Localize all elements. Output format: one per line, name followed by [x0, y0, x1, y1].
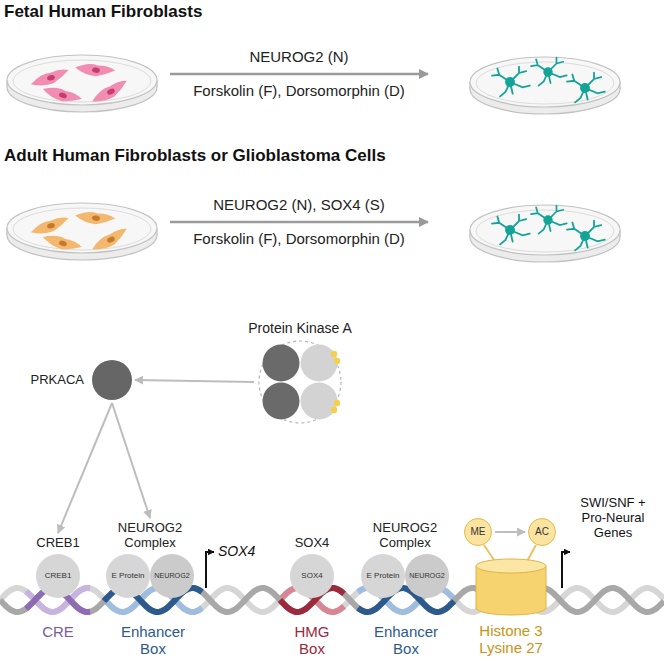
node-heading: NEUROG2 Complex: [110, 521, 190, 551]
protein-circle: CREB1CREB1: [36, 536, 80, 598]
connector-arrow: [112, 403, 150, 518]
transcription-start-arrow: [562, 552, 570, 588]
dna-helix: [0, 588, 664, 612]
camp-dot: [331, 407, 337, 413]
catalytic-subunit: PRKACA: [31, 360, 132, 400]
protein-circle: E Protein: [361, 554, 405, 598]
petri-dish-neurons: [470, 57, 620, 114]
dashed-outline: [259, 341, 341, 423]
petri-dish-neurons-part: [492, 67, 530, 97]
histone-mark: ME: [464, 518, 492, 546]
petri-dish-fetal-part: [89, 78, 130, 106]
process-arrow: [170, 221, 428, 224]
connector-arrow: [495, 531, 525, 533]
node-text: NEUROG2: [407, 572, 447, 580]
petri-dish-adult: [7, 203, 157, 260]
node-text: CREB1: [43, 572, 74, 580]
node-shape: ME: [464, 518, 492, 546]
node-text: AC: [533, 527, 551, 538]
subunit-circle: [263, 383, 300, 420]
motif-label: Enhancer Box: [113, 623, 193, 658]
node-shape: AC: [528, 518, 556, 546]
protein-circle: SOX4SOX4: [290, 536, 334, 598]
histone-cylinder-part: [476, 559, 546, 573]
node-shape: E Protein: [106, 554, 150, 598]
petri-dish-neurons-part: [492, 215, 530, 245]
factor-label: NEUROG2 (N), SOX4 (S): [165, 196, 433, 213]
node-text: E Protein: [365, 572, 402, 580]
protein-complex: NEUROG2 Complex E Protein NEUROG2: [106, 521, 194, 598]
node-text: SOX4: [299, 572, 324, 580]
node-text: ME: [469, 527, 488, 538]
petri-dish-neurons-part: [531, 58, 567, 86]
dna-strand: [0, 588, 664, 612]
node-shape: [257, 339, 343, 425]
gene-label: SWI/SNF + Pro-Neural Genes: [574, 496, 652, 541]
motif-label: CRE: [28, 623, 88, 640]
node-heading: CREB1: [36, 536, 79, 551]
petri-dish-adult-part: [29, 215, 71, 237]
compound-label: Forskolin (F), Dorsomorphin (D): [165, 230, 433, 247]
motif-label: HMG Box: [287, 623, 337, 658]
connector-arrow: [58, 403, 112, 533]
gene-label: SOX4: [218, 543, 264, 559]
camp-dot: [334, 400, 340, 406]
petri-dish-neurons-part: [470, 205, 620, 262]
petri-dish-adult-part: [7, 203, 157, 260]
node-shape: E Protein: [361, 554, 405, 598]
node-shape: CREB1: [36, 554, 80, 598]
node-shape: [92, 360, 132, 400]
motif-label: Enhancer Box: [366, 623, 446, 658]
camp-dot: [331, 351, 337, 357]
petri-dish-adult-part: [74, 209, 115, 228]
petri-dish-neurons-part: [470, 57, 620, 114]
connector-arrow: [135, 380, 254, 382]
histone-cylinder-part: [476, 566, 477, 608]
node-heading: NEUROG2 Complex: [365, 521, 445, 551]
node-text: NEUROG2: [152, 572, 192, 580]
compound-label: Forskolin (F), Dorsomorphin (D): [165, 82, 433, 99]
petri-dish-neurons-part: [567, 221, 605, 251]
histone-mark: AC: [528, 518, 556, 546]
petri-dish-neurons-part: [531, 206, 567, 234]
histone-cylinder-part: [546, 566, 547, 608]
subunit-circle: [301, 383, 338, 420]
petri-dish-fetal-part: [29, 67, 71, 89]
node-text: E Protein: [110, 572, 147, 580]
process-arrow: [170, 73, 428, 76]
camp-dot: [334, 358, 340, 364]
subunit-circle: [263, 345, 300, 382]
node-heading: Protein Kinase A: [248, 320, 352, 336]
kinase-subunits: [257, 339, 343, 425]
protein-complex: NEUROG2 Complex E Protein NEUROG2: [361, 521, 449, 598]
section-heading: Fetal Human Fibroblasts: [4, 2, 424, 22]
petri-dish-neurons-part: [567, 73, 605, 103]
node-heading: PRKACA: [31, 373, 84, 388]
node-shape: NEUROG2: [405, 554, 449, 598]
histone-cylinder: [476, 545, 546, 615]
petri-dish-neurons: [470, 205, 620, 262]
enzyme-complex: Protein Kinase A: [248, 320, 352, 425]
protein-circle: E Protein: [106, 554, 150, 598]
protein-circle: NEUROG2: [150, 554, 194, 598]
factor-label: NEUROG2 (N): [165, 48, 433, 65]
petri-dish-adult-part: [89, 226, 130, 254]
node-shape: NEUROG2: [150, 554, 194, 598]
node-shape: SOX4: [290, 554, 334, 598]
petri-dish-fetal-part: [74, 61, 115, 80]
motif-label: Histone 3 Lysine 27: [471, 622, 551, 657]
node-heading: SOX4: [295, 536, 330, 551]
subunit-circle: [301, 345, 338, 382]
protein-circle: NEUROG2: [405, 554, 449, 598]
petri-dish-fetal: [7, 55, 157, 112]
transcription-start-arrow: [206, 552, 214, 588]
dna-strand: [0, 588, 664, 612]
petri-dish-fetal-part: [41, 83, 83, 108]
petri-dish-adult-part: [41, 231, 83, 256]
complex-area: E Protein NEUROG2: [361, 554, 449, 598]
petri-dish-fetal-part: [7, 55, 157, 112]
section-heading: Adult Human Fibroblasts or Glioblastoma …: [4, 146, 564, 166]
complex-area: E Protein NEUROG2: [106, 554, 194, 598]
